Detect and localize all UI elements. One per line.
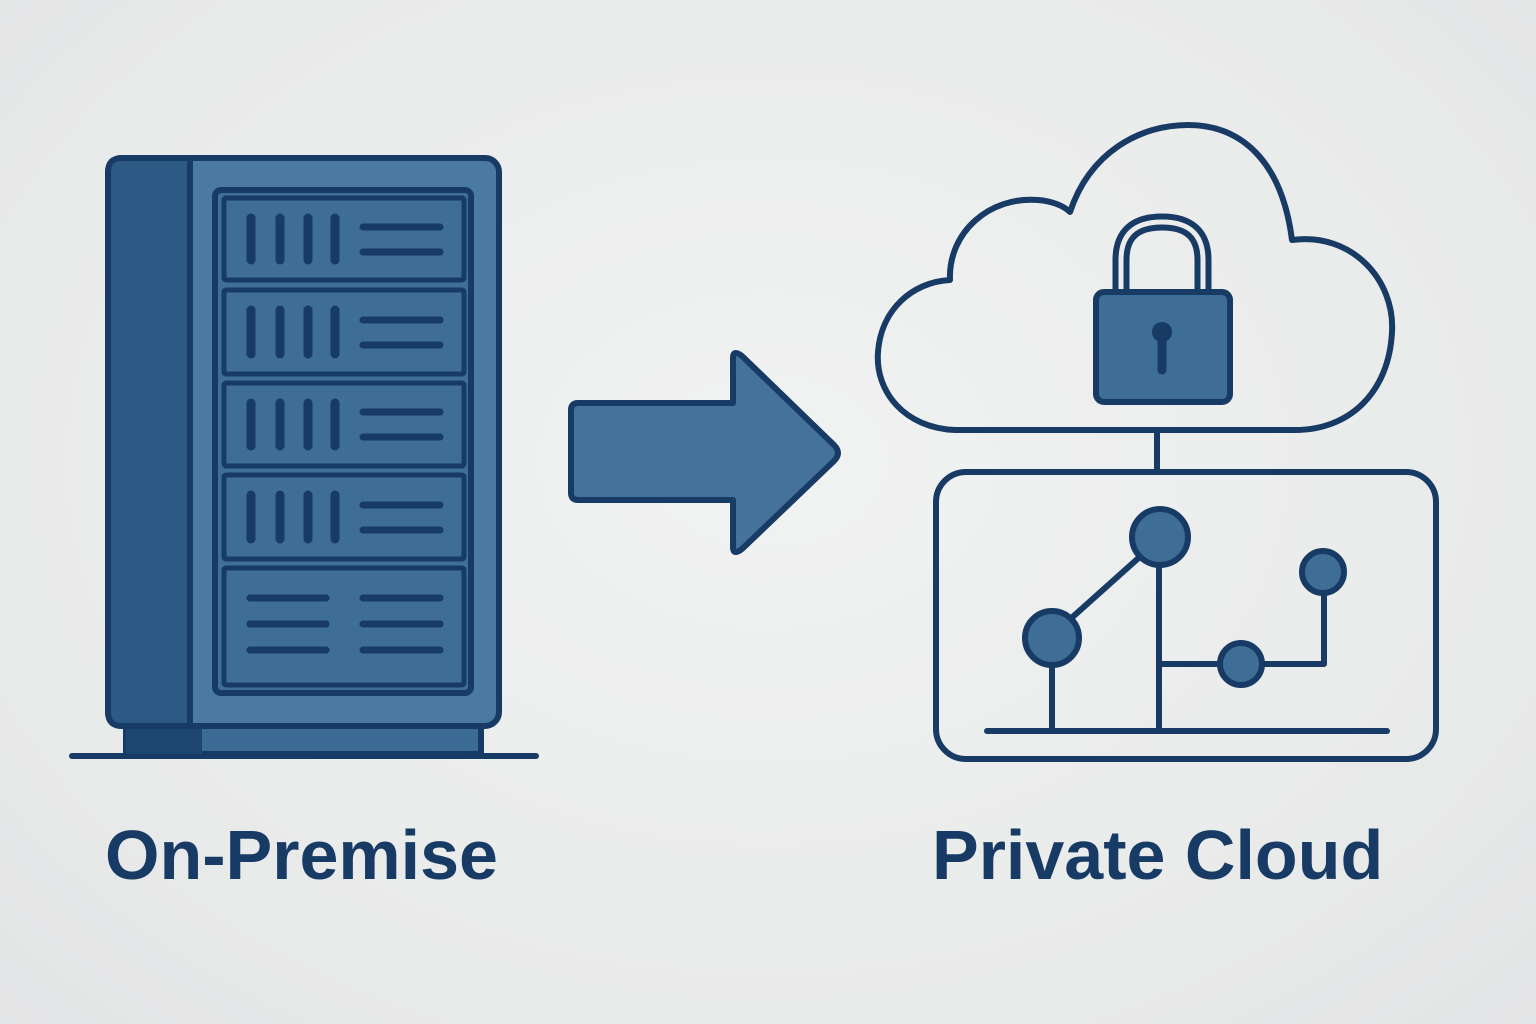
server-bay xyxy=(221,195,467,283)
network-node xyxy=(1217,640,1265,688)
arrow-right-icon xyxy=(568,350,841,555)
cloud-outline xyxy=(874,122,1396,433)
server-bay xyxy=(221,380,467,469)
server-rack-icon xyxy=(69,155,539,759)
network-graph-icon xyxy=(933,469,1439,762)
network-panel xyxy=(933,469,1439,762)
network-node xyxy=(1129,506,1191,568)
network-node xyxy=(1299,548,1347,596)
private-cloud-label: Private Cloud xyxy=(932,816,1384,894)
cloud-lock-icon xyxy=(874,122,1396,472)
server-side-panel xyxy=(105,155,193,729)
lock-icon xyxy=(1093,213,1233,405)
network-node xyxy=(1022,608,1082,668)
server-bay xyxy=(221,472,467,562)
on-premise-label: On-Premise xyxy=(105,816,498,894)
server-bay xyxy=(221,565,467,688)
server-bay xyxy=(221,287,467,377)
